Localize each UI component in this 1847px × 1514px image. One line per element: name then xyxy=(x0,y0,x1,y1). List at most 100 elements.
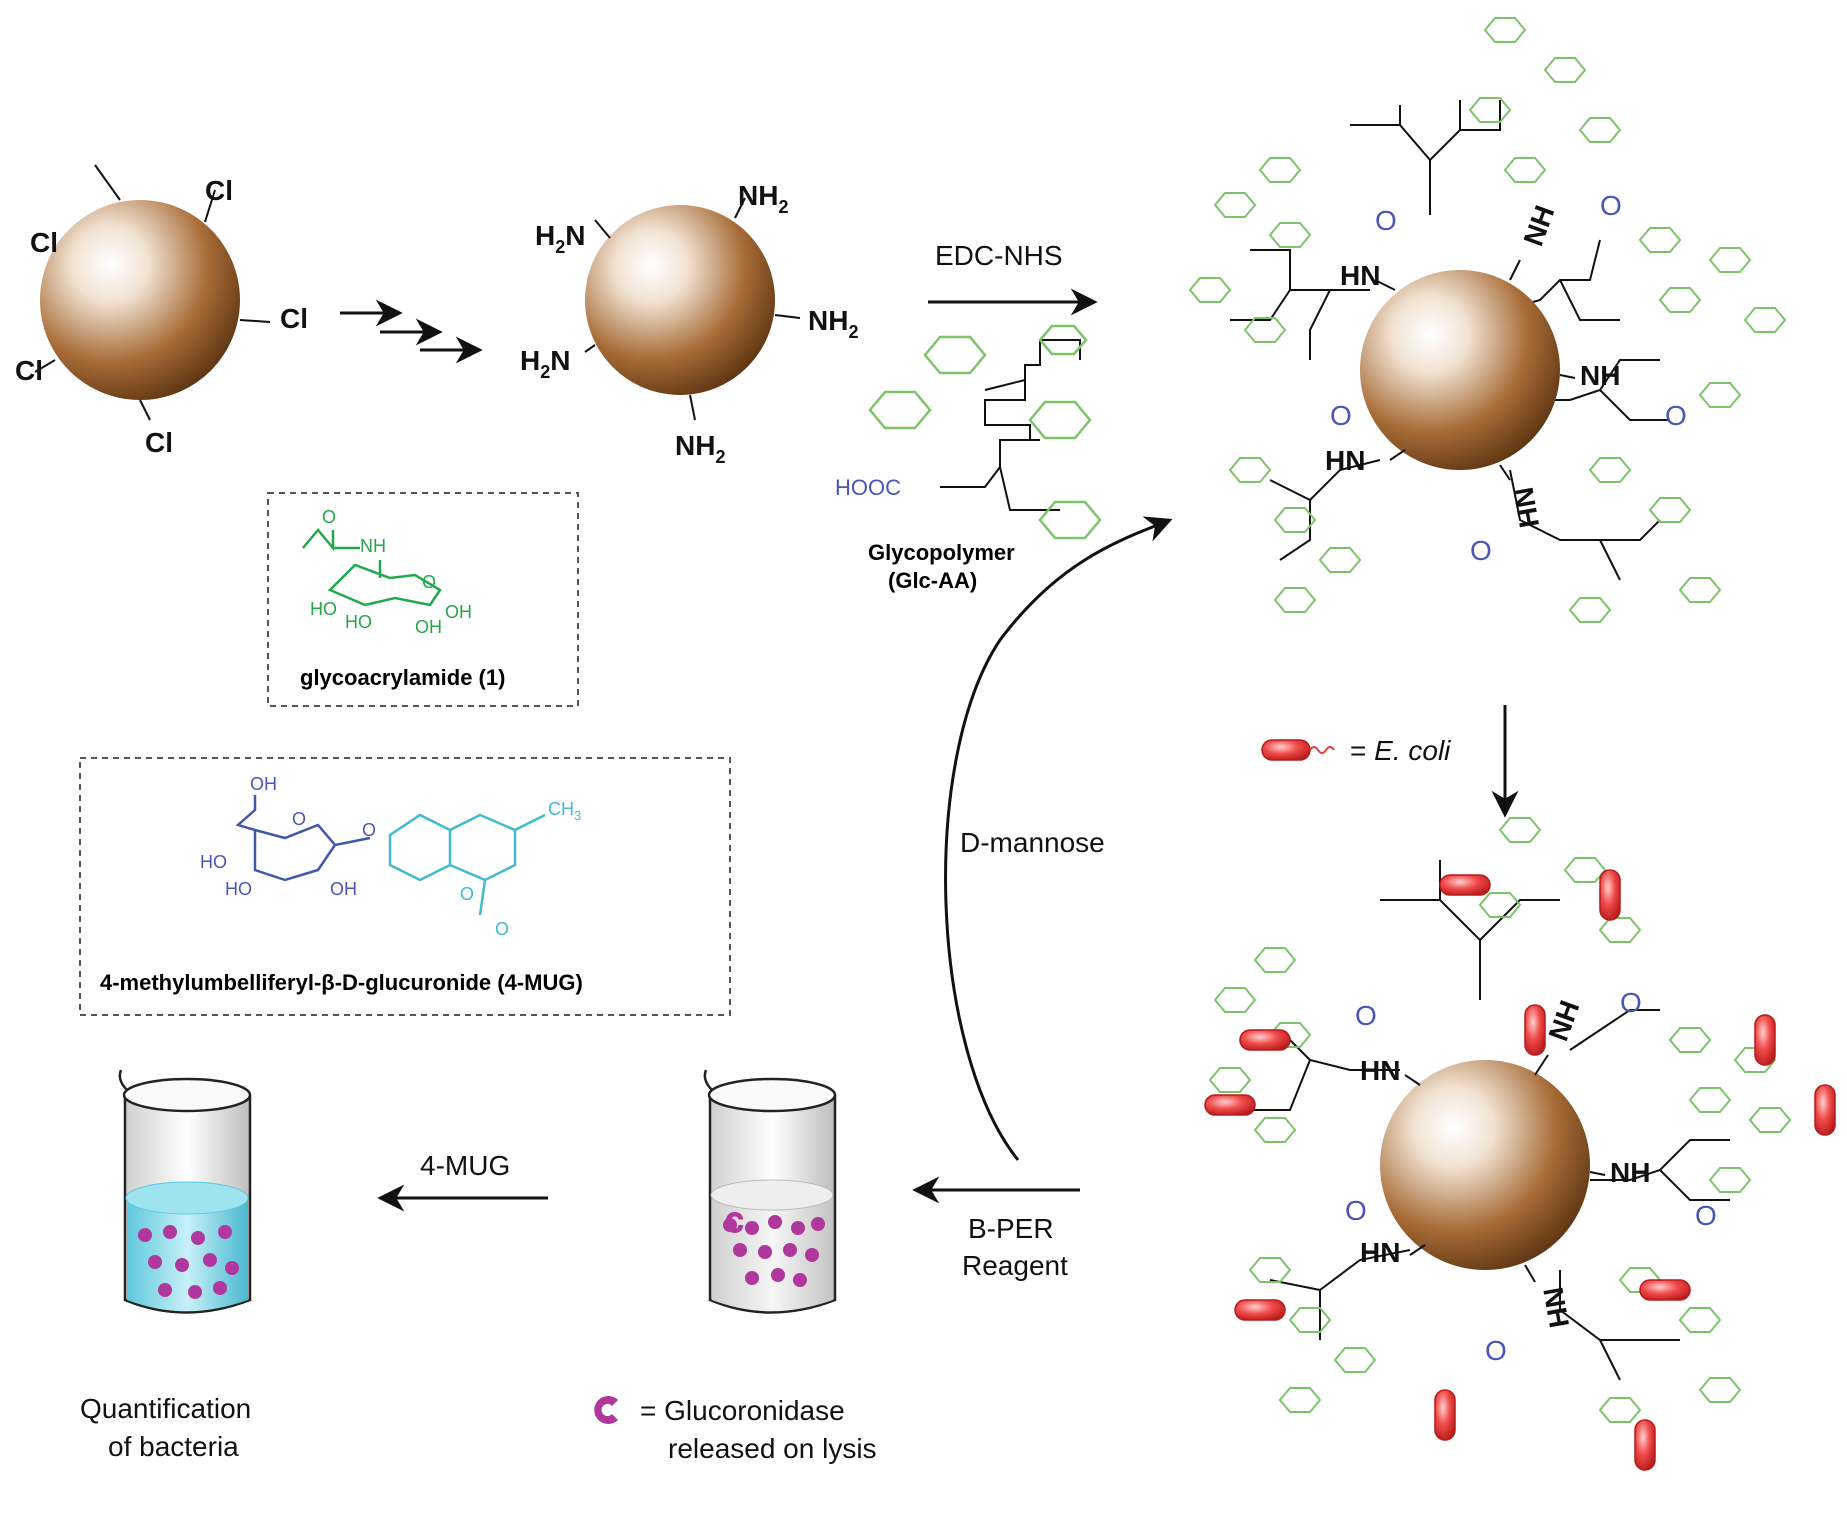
nh-label-6: NH xyxy=(1537,1285,1575,1330)
bead xyxy=(1360,270,1560,470)
carbonyl-o-6: O xyxy=(1355,1000,1377,1031)
b-per-arrow: B-PER Reagent xyxy=(912,1176,1080,1281)
ecoli-cell xyxy=(1204,1094,1256,1116)
mug-arrow: 4-MUG xyxy=(377,1150,548,1212)
d-mannose-label: D-mannose xyxy=(960,827,1105,858)
mug-link-o: O xyxy=(362,820,376,840)
ecoli-cell xyxy=(1634,1419,1656,1471)
nh2-label-2: NH2 xyxy=(808,305,858,342)
lysis-vial: 𝐂 xyxy=(703,1069,837,1314)
mug-carbonyl-o: O xyxy=(495,919,509,939)
multistep-arrows xyxy=(340,299,483,364)
oh-label-2: OH xyxy=(445,602,472,622)
bead xyxy=(585,205,775,395)
hn-label-2: HN xyxy=(1325,445,1365,476)
enzyme-icon xyxy=(594,1396,618,1425)
ecoli-icon xyxy=(1261,739,1311,761)
quantification-caption: Quantification of bacteria xyxy=(80,1393,251,1462)
nh-label: NH xyxy=(360,536,386,556)
mug-ho-1: HO xyxy=(200,852,227,872)
ecoli-cell xyxy=(1434,1389,1456,1441)
nh-label-2: NH xyxy=(1580,360,1620,391)
quantification-line1: Quantification xyxy=(80,1393,251,1424)
enzyme-legend: = Glucoronidase released on lysis xyxy=(594,1395,877,1464)
ecoli-cell xyxy=(1234,1299,1286,1321)
glycopolymer-structure: HOOC Glycopolymer (Glc-AA) xyxy=(835,324,1102,593)
bead xyxy=(1380,1060,1590,1270)
enzyme-dots xyxy=(138,1225,239,1299)
mug-arrow-label: 4-MUG xyxy=(420,1150,510,1181)
cl-label-3: Cl xyxy=(280,303,308,334)
nh2-label-1: NH2 xyxy=(738,180,788,217)
edc-nhs-arrow: EDC-NHS xyxy=(928,240,1098,316)
mug-ho-2: HO xyxy=(225,879,252,899)
h2n-label-2: H2N xyxy=(520,345,570,382)
enzyme-legend-line2: released on lysis xyxy=(668,1433,877,1464)
carbonyl-o-1: O xyxy=(1375,205,1397,236)
mug-caption: 4-methylumbelliferyl-β-D-glucuronide (4-… xyxy=(100,970,583,995)
glycan-rings xyxy=(1208,817,1792,1423)
nh-label-1: NH xyxy=(1517,201,1560,250)
hn-label-1: HN xyxy=(1340,260,1380,291)
carbonyl-o-2: O xyxy=(1600,190,1622,221)
ecoli-cell xyxy=(1814,1084,1836,1136)
glycopolymer-name-1: Glycopolymer xyxy=(868,540,1015,565)
ecoli-cell xyxy=(1439,874,1491,896)
ecoli-legend-text: = E. coli xyxy=(1350,735,1451,766)
carbonyl-o-10: O xyxy=(1485,1335,1507,1366)
quantification-vial xyxy=(118,1069,252,1314)
mug-box: OH O O HO HO OH O O CH3 4-methylumbellif… xyxy=(79,757,731,1016)
bead xyxy=(40,200,240,400)
ring-o-label: O xyxy=(422,572,436,592)
mug-ch3: CH3 xyxy=(548,799,581,823)
ho-label-2: HO xyxy=(345,612,372,632)
nh-label-3: NH xyxy=(1507,485,1545,530)
nh-label-5: NH xyxy=(1610,1157,1650,1188)
cl-label-2: Cl xyxy=(205,175,233,206)
d-mannose-arrow: D-mannose xyxy=(944,516,1173,1161)
b-per-label-2: Reagent xyxy=(962,1250,1068,1281)
hn-label-4: HN xyxy=(1360,1237,1400,1268)
ecoli-cell xyxy=(1754,1014,1776,1066)
carbonyl-o-5: O xyxy=(1470,535,1492,566)
mug-ring-o: O xyxy=(292,809,306,829)
mug-oh: OH xyxy=(330,879,357,899)
chloro-bead: Cl Cl Cl Cl Cl xyxy=(15,164,308,458)
enzyme-dots xyxy=(723,1215,825,1287)
h2n-label-1: H2N xyxy=(535,220,585,257)
monomer-caption: glycoacrylamide (1) xyxy=(300,665,505,690)
amine-bead: H2N NH2 NH2 H2N NH2 xyxy=(520,180,858,467)
carbonyl-o-4: O xyxy=(1330,400,1352,431)
carbonyl-o-3: O xyxy=(1665,400,1687,431)
mug-oh-top: OH xyxy=(250,774,277,794)
cl-label-4: Cl xyxy=(15,355,43,386)
ecoli-cell xyxy=(1599,869,1621,921)
glycoacrylamide-box: NH O HO HO OH OH O glycoacrylamide (1) xyxy=(267,492,579,707)
hn-label-3: HN xyxy=(1360,1055,1400,1086)
o-label: O xyxy=(322,507,336,527)
carbonyl-o-9: O xyxy=(1345,1195,1367,1226)
cl-label-1: Cl xyxy=(30,227,58,258)
carbonyl-o-7: O xyxy=(1620,987,1642,1018)
enzyme-legend-line1: = Glucoronidase xyxy=(640,1395,845,1426)
b-per-label-1: B-PER xyxy=(968,1213,1054,1244)
nh-label-4: NH xyxy=(1542,996,1585,1045)
ecoli-cell xyxy=(1239,1029,1291,1051)
mug-lactone-o: O xyxy=(460,884,474,904)
ecoli-cell xyxy=(1524,1004,1546,1056)
oh-label-1: OH xyxy=(415,617,442,637)
carbonyl-o-8: O xyxy=(1695,1200,1717,1231)
ecoli-bound-bead: HN NH NH HN NH O O O O O xyxy=(1204,817,1836,1471)
hooc-label: HOOC xyxy=(835,475,901,500)
ecoli-legend: = E. coli xyxy=(1261,735,1451,766)
glycan-rings xyxy=(1188,17,1787,623)
ecoli-cell xyxy=(1639,1279,1691,1301)
cl-label-5: Cl xyxy=(145,427,173,458)
functionalized-bead: HN NH NH HN NH O O O O O xyxy=(1188,17,1787,623)
nh2-label-3: NH2 xyxy=(675,430,725,467)
glycan-rings xyxy=(868,324,1102,540)
edc-nhs-label: EDC-NHS xyxy=(935,240,1063,271)
quantification-line2: of bacteria xyxy=(108,1431,239,1462)
bound-ecoli xyxy=(1204,869,1836,1471)
